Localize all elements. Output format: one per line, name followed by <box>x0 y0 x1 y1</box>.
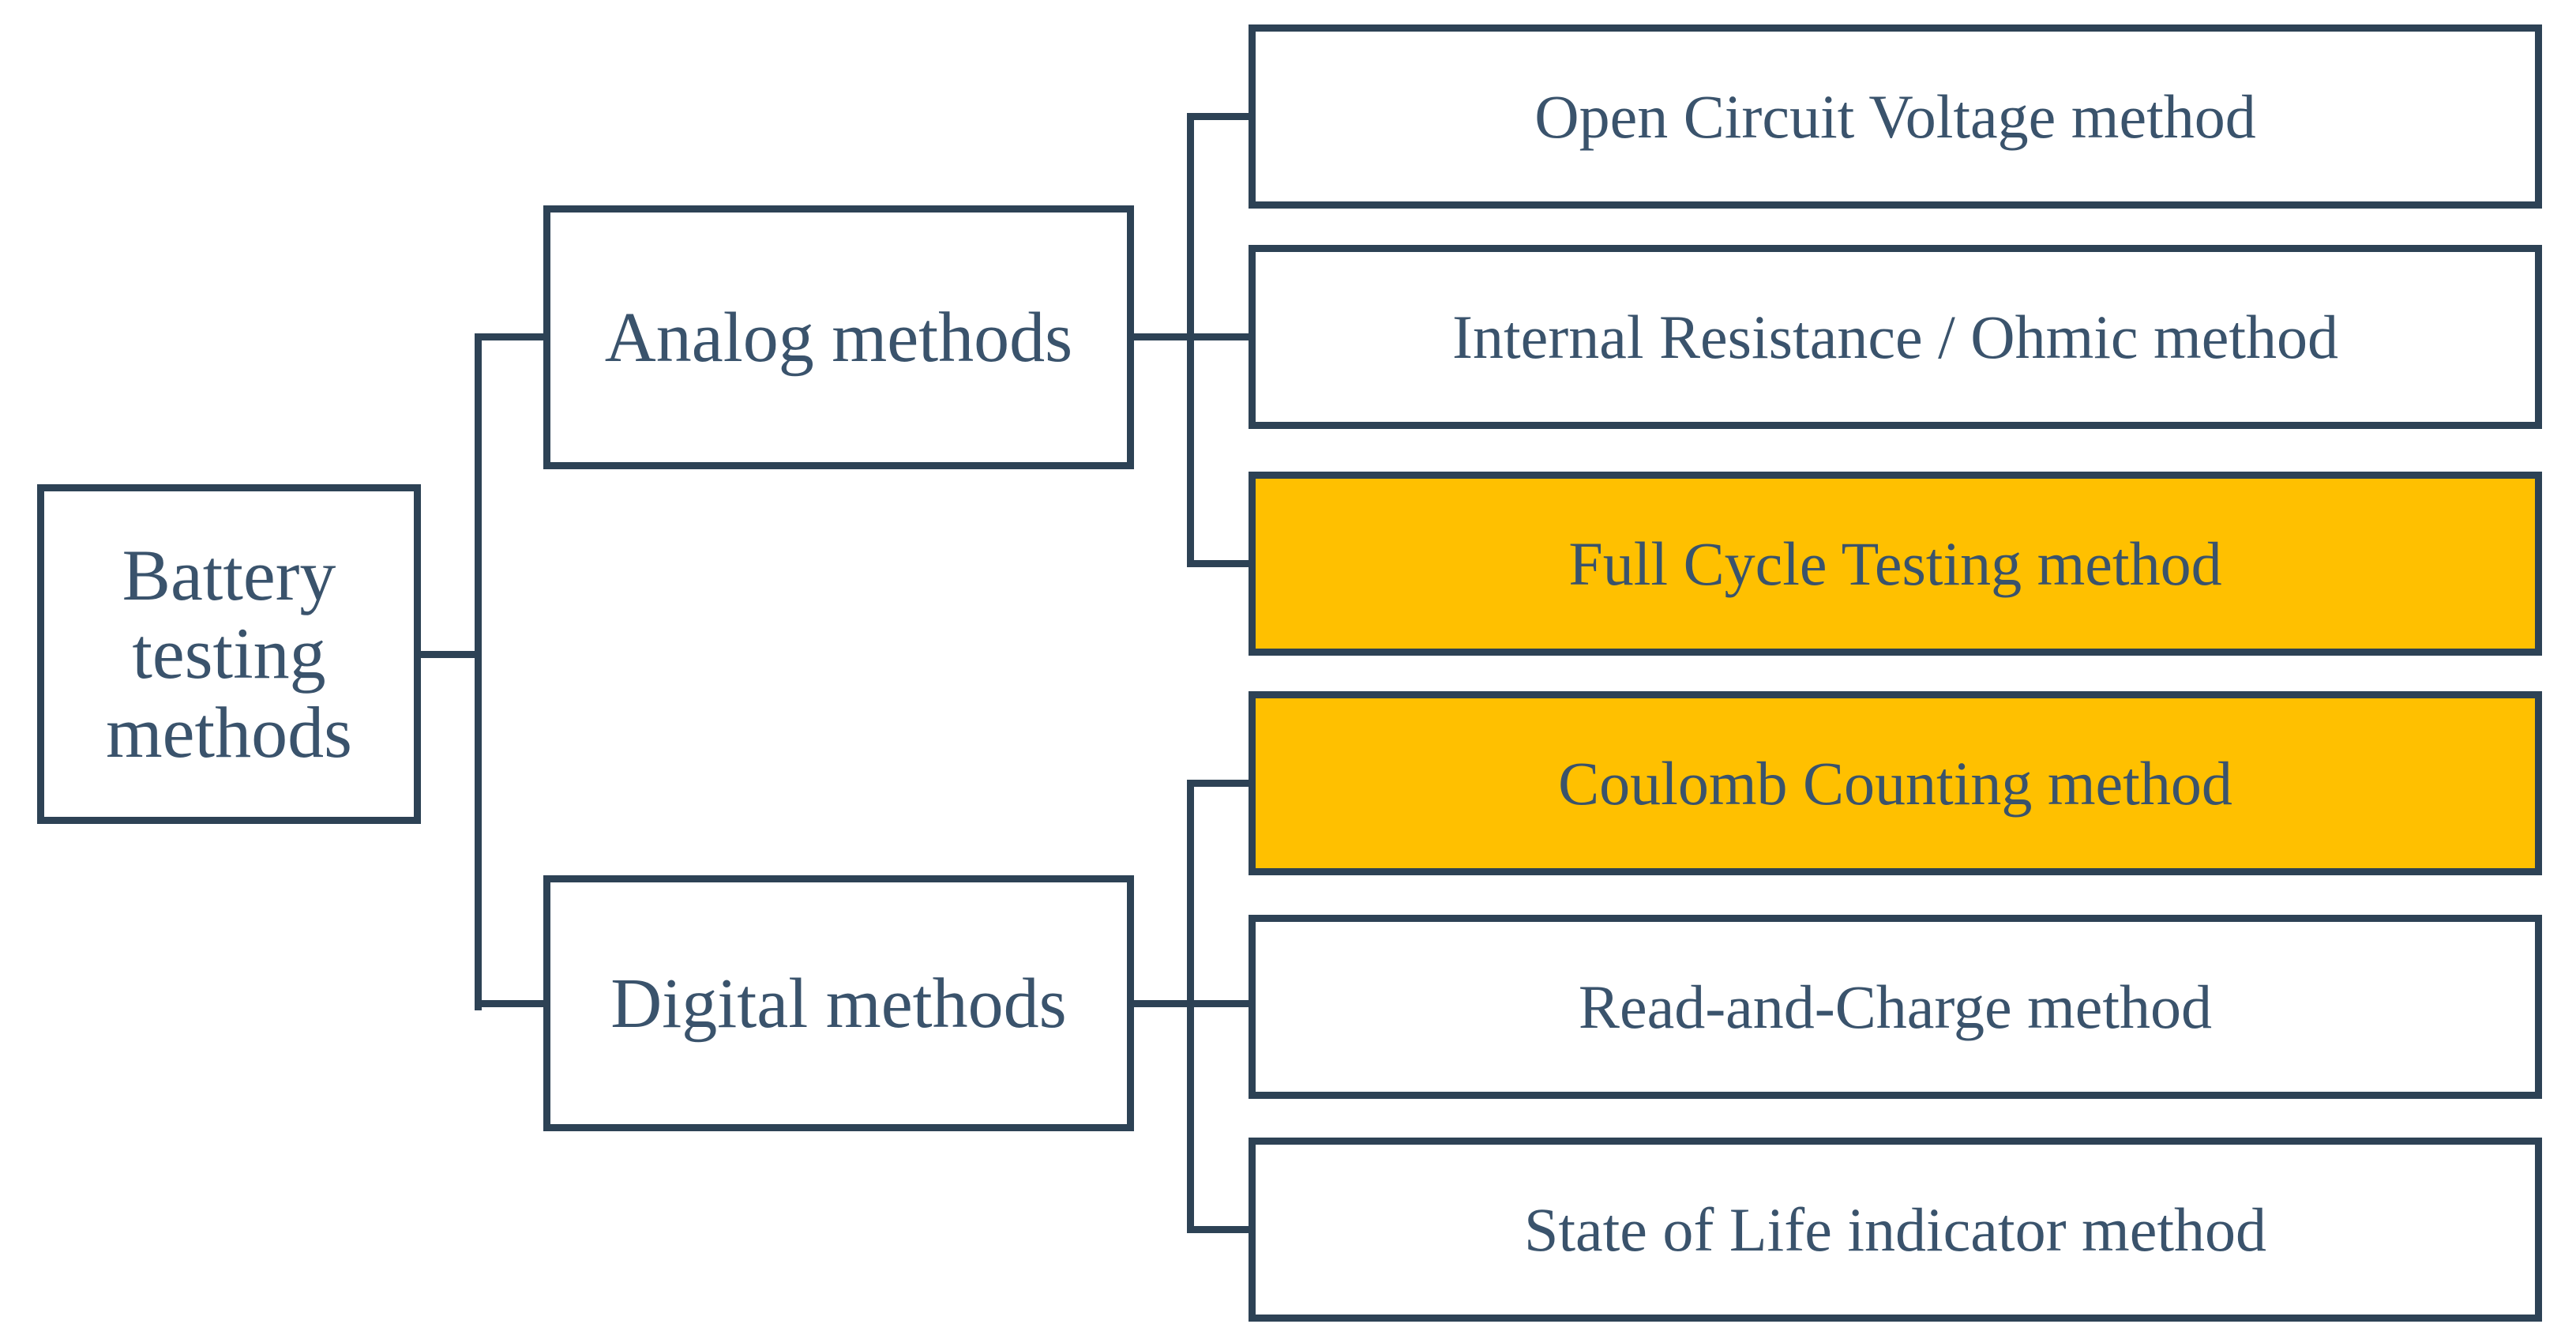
connector-trunk-to-digital <box>475 1000 550 1007</box>
node-digital-methods: Digital methods <box>543 875 1134 1131</box>
connector-to-full-cycle-testing <box>1187 560 1256 567</box>
node-coulomb-counting-method-label: Coulomb Counting method <box>1558 748 2232 818</box>
connector-to-internal-resistance <box>1187 333 1256 340</box>
connector-to-open-circuit-voltage <box>1187 113 1256 120</box>
node-state-of-life-indicator-method: State of Life indicator method <box>1249 1138 2542 1322</box>
node-analog-methods-label: Analog methods <box>604 298 1073 377</box>
node-open-circuit-voltage-method-label: Open Circuit Voltage method <box>1534 81 2256 151</box>
node-state-of-life-indicator-method-label: State of Life indicator method <box>1523 1194 2267 1264</box>
node-full-cycle-testing-method: Full Cycle Testing method <box>1249 472 2542 656</box>
connector-digital-to-trunk <box>1127 1000 1194 1007</box>
node-internal-resistance-ohmic-method: Internal Resistance / Ohmic method <box>1249 245 2542 429</box>
node-internal-resistance-ohmic-method-label: Internal Resistance / Ohmic method <box>1451 302 2338 371</box>
connector-root-to-trunk <box>421 651 482 658</box>
node-open-circuit-voltage-method: Open Circuit Voltage method <box>1249 24 2542 209</box>
connector-to-state-of-life <box>1187 1226 1256 1233</box>
connector-analog-to-trunk <box>1127 333 1194 340</box>
node-read-and-charge-method: Read-and-Charge method <box>1249 915 2542 1099</box>
connector-trunk-to-analog <box>475 333 550 340</box>
connector-to-coulomb-counting <box>1187 780 1256 787</box>
node-analog-methods: Analog methods <box>543 205 1134 469</box>
node-battery-testing-methods: Battery testing methods <box>37 484 421 824</box>
connector-to-read-and-charge <box>1187 1000 1256 1007</box>
node-digital-methods-label: Digital methods <box>610 964 1067 1043</box>
node-coulomb-counting-method: Coulomb Counting method <box>1249 691 2542 875</box>
node-battery-testing-methods-label: Battery testing methods <box>106 534 352 773</box>
connector-root-trunk-vertical <box>475 333 482 1010</box>
node-full-cycle-testing-method-label: Full Cycle Testing method <box>1568 528 2222 598</box>
node-read-and-charge-method-label: Read-and-Charge method <box>1578 972 2213 1041</box>
